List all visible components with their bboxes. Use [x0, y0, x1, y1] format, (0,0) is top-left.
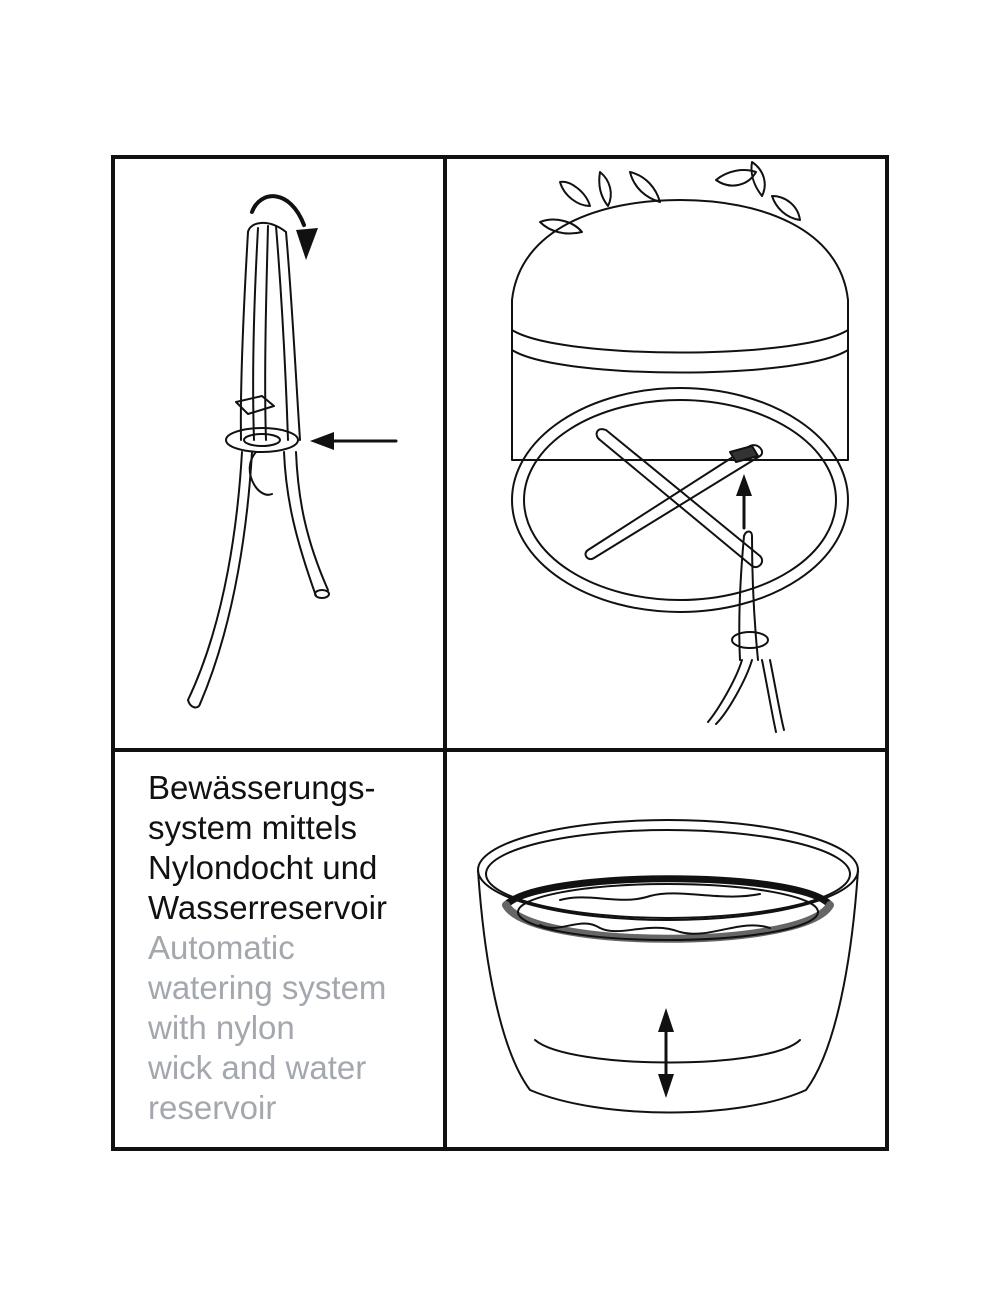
- caption-de-line-3: Nylondocht und: [148, 849, 378, 886]
- water-reservoir-icon: [477, 819, 859, 1114]
- caption-en-line-4: wick and water: [148, 1049, 367, 1086]
- pot-bottom-cross-slot-icon: [511, 161, 849, 733]
- caption-de-line-4: Wasserreservoir: [148, 889, 387, 926]
- caption-block: Bewässerungs- system mittels Nylondocht …: [148, 768, 438, 1128]
- panel-grid: [111, 155, 889, 1151]
- caption-en-line-3: with nylon: [148, 1009, 295, 1046]
- caption-de-line-1: Bewässerungs-: [148, 769, 376, 806]
- wick-with-knot-icon: [187, 194, 398, 709]
- caption-de-line-2: system mittels: [148, 809, 358, 846]
- caption-en-line-2: watering system: [148, 969, 387, 1006]
- caption-en-line-5: reservoir: [148, 1089, 277, 1126]
- caption-en-line-1: Automatic: [148, 929, 295, 966]
